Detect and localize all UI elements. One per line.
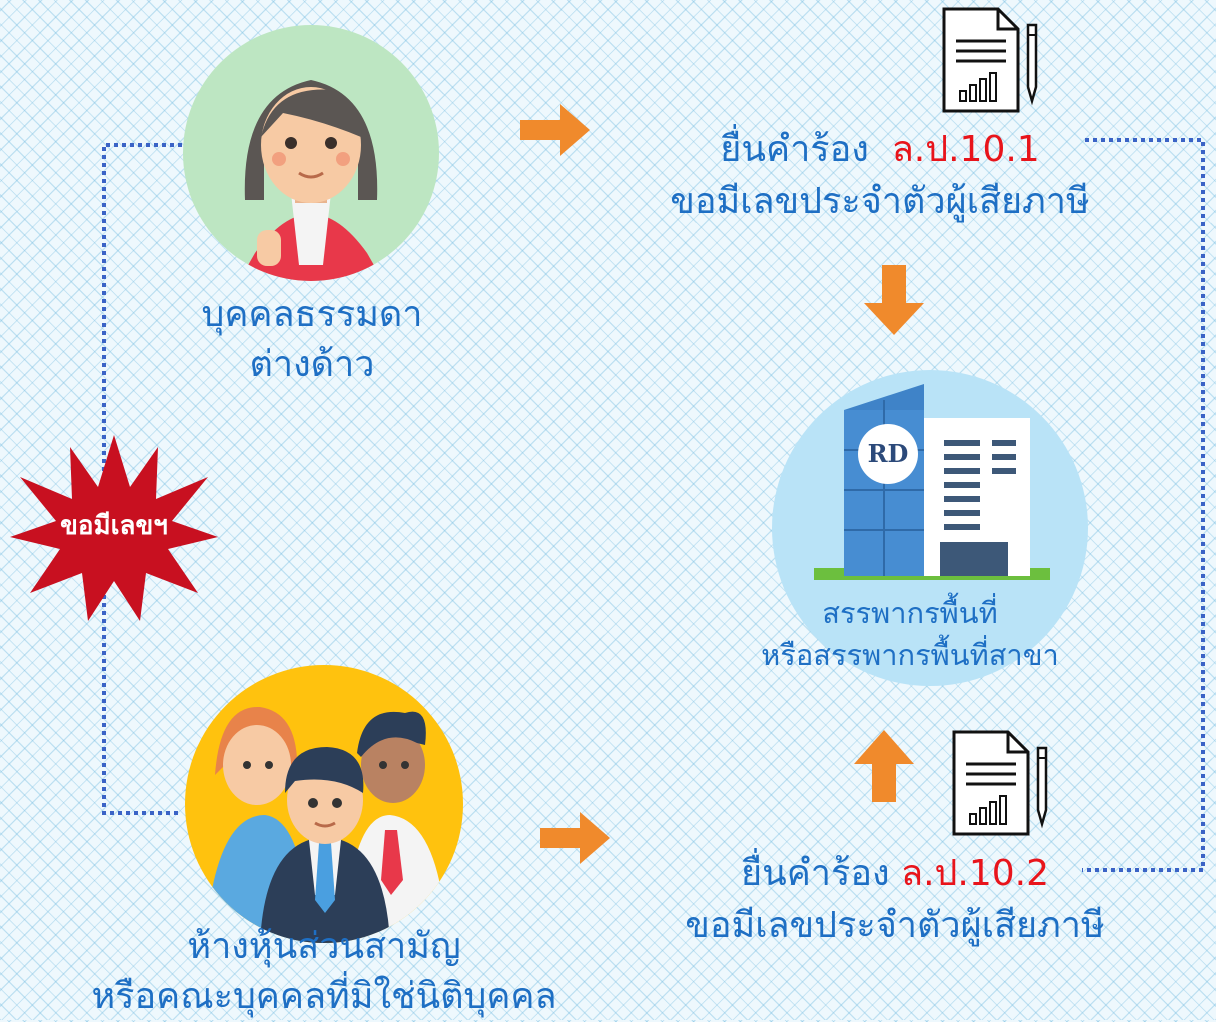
right-bracket-line bbox=[1082, 138, 1205, 872]
arrow-up bbox=[854, 730, 914, 802]
arrow-down bbox=[864, 265, 924, 335]
office-label: สรรพากรพื้นที่ หรือสรรพากรพื้นที่สาขา bbox=[710, 592, 1110, 676]
request-bottom-form-code: ล.ป.10.2 bbox=[901, 853, 1049, 894]
person-label-line1: บุคคลธรรมดา bbox=[201, 294, 423, 335]
request-top-prefix: ยื่นคำร้อง bbox=[720, 129, 869, 170]
request-bottom-line2: ขอมีเลขประจำตัวผู้เสียภาษี bbox=[685, 905, 1105, 946]
badge-text: ขอมีเลขฯ bbox=[60, 511, 168, 541]
document-icon bbox=[942, 7, 1038, 113]
request-bottom-line1: ยื่นคำร้อง ล.ป.10.2 bbox=[615, 848, 1175, 900]
document-icon bbox=[952, 730, 1048, 836]
arrow-right-top bbox=[520, 104, 590, 156]
office-label-line2: หรือสรรพากรพื้นที่สาขา bbox=[761, 638, 1059, 672]
group-label: ห้างหุ้นส่วนสามัญ หรือคณะบุคคลที่มิใช่นิ… bbox=[40, 922, 608, 1022]
group-label-line1: ห้างหุ้นส่วนสามัญ bbox=[187, 926, 461, 967]
group-avatar bbox=[185, 665, 463, 943]
request-top-line2: ขอมีเลขประจำตัวผู้เสียภาษี bbox=[670, 181, 1090, 222]
request-top-line1: ยื่นคำร้อง ล.ป.10.1 bbox=[600, 124, 1160, 176]
person-label: บุคคลธรรมดา ต่างด้าว bbox=[120, 290, 504, 390]
office-building bbox=[772, 370, 1088, 686]
request-top-text: ยื่นคำร้อง ล.ป.10.1 ขอมีเลขประจำตัวผู้เส… bbox=[600, 124, 1160, 228]
office-label-line1: สรรพากรพื้นที่ bbox=[822, 596, 998, 630]
person-label-line2: ต่างด้าว bbox=[249, 344, 375, 385]
person-avatar bbox=[183, 25, 439, 281]
office-logo-text: RD bbox=[867, 439, 909, 468]
group-label-line2: หรือคณะบุคคลที่มิใช่นิติบุคคล bbox=[91, 976, 557, 1017]
request-top-form-code: ล.ป.10.1 bbox=[891, 129, 1040, 170]
request-bottom-prefix: ยื่นคำร้อง bbox=[741, 853, 890, 894]
badge-starburst bbox=[8, 425, 220, 625]
request-bottom-text: ยื่นคำร้อง ล.ป.10.2 ขอมีเลขประจำตัวผู้เส… bbox=[615, 848, 1175, 952]
arrow-right-bottom bbox=[540, 812, 610, 864]
